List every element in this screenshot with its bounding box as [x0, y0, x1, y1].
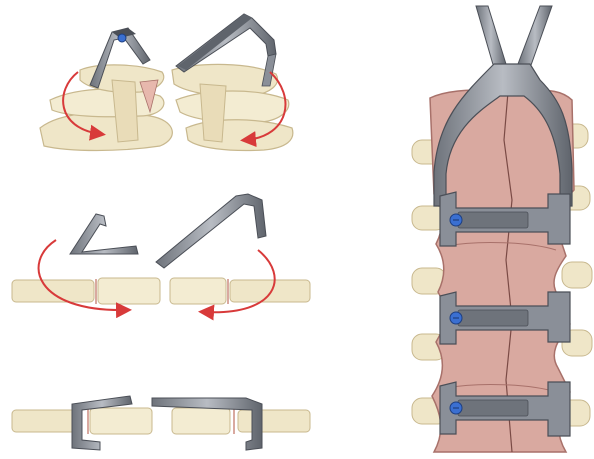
bone-segment	[170, 278, 226, 304]
panel-clamp-rotation-side	[12, 194, 310, 312]
bone-segment	[98, 278, 160, 304]
bone-segment	[238, 410, 310, 432]
right-clamp-side	[156, 194, 266, 268]
screw-icon	[118, 34, 126, 42]
panel-clamp-on-bone-3d	[40, 14, 293, 151]
left-clamp-side	[70, 214, 138, 254]
panel-spinous-process-plates	[412, 6, 592, 452]
bone-segment	[90, 408, 152, 434]
panel-clamp-seated-side	[12, 396, 310, 450]
bone-segment	[172, 408, 230, 434]
bone-segment	[12, 280, 94, 302]
left-bone-cluster	[40, 65, 172, 151]
bone-segment	[230, 280, 310, 302]
